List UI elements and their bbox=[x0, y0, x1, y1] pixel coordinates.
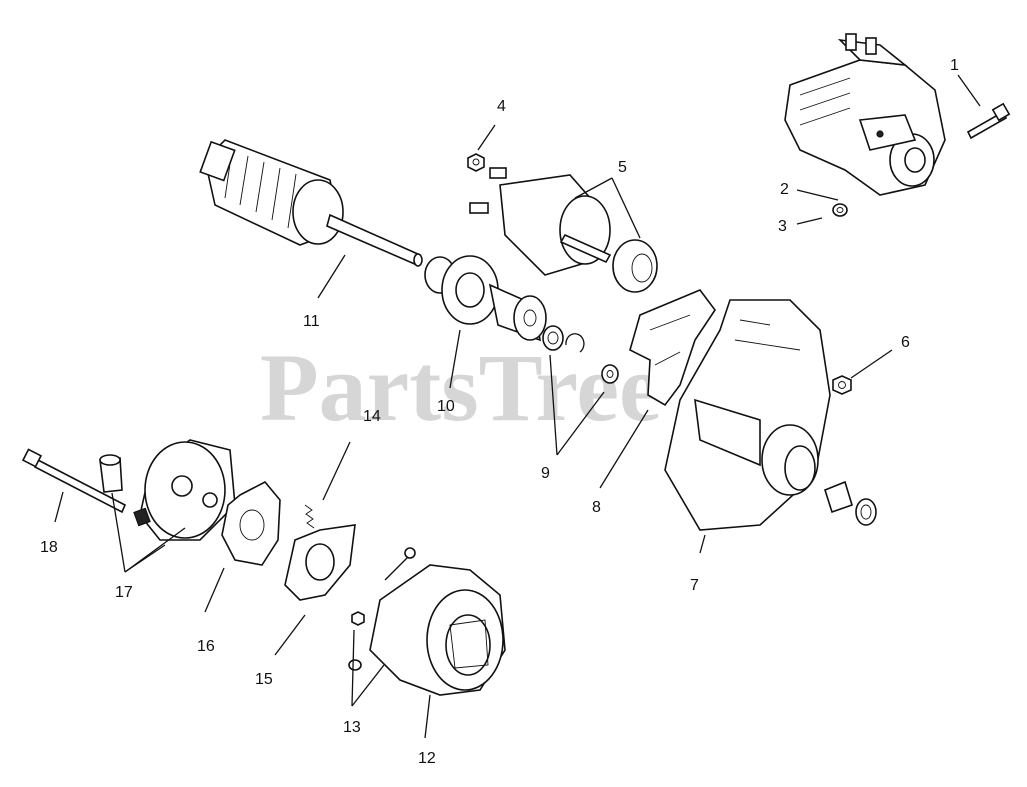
callout-9: 9 bbox=[541, 465, 550, 482]
part-5-solenoid bbox=[469, 167, 658, 293]
callout-1: 1 bbox=[950, 57, 959, 74]
callout-4: 4 bbox=[497, 98, 506, 115]
part-10-pinion-clutch bbox=[424, 255, 547, 342]
part-13-terminals bbox=[348, 611, 365, 671]
part-15-brush-holder bbox=[284, 524, 356, 601]
callout-2: 2 bbox=[780, 181, 789, 198]
callout-14: 14 bbox=[363, 408, 381, 425]
part-1-bolt bbox=[966, 102, 1011, 140]
callout-6: 6 bbox=[901, 334, 910, 351]
callout-12: 12 bbox=[418, 750, 436, 767]
leader-lines bbox=[54, 74, 981, 739]
part-6-nut bbox=[832, 375, 852, 395]
callout-3: 3 bbox=[778, 218, 787, 235]
callout-13: 13 bbox=[343, 719, 361, 736]
part-14-spring bbox=[304, 504, 315, 529]
callout-16: 16 bbox=[197, 638, 215, 655]
callout-10: 10 bbox=[437, 398, 455, 415]
callout-11: 11 bbox=[303, 313, 320, 330]
callout-7: 7 bbox=[690, 577, 699, 594]
callout-17: 17 bbox=[115, 584, 133, 601]
callout-labels: 1 2 3 4 5 6 7 8 9 10 11 12 13 14 15 16 1… bbox=[40, 57, 959, 767]
callout-8: 8 bbox=[592, 499, 601, 516]
part-17-end-cap bbox=[99, 439, 236, 541]
part-9-rings bbox=[542, 325, 619, 384]
assembled-starter-illustration bbox=[784, 33, 946, 196]
part-7-bushing bbox=[824, 480, 877, 526]
part-12-field-housing bbox=[369, 547, 506, 696]
part-7-housing bbox=[664, 299, 831, 531]
part-2-3-nut-washer bbox=[832, 203, 848, 217]
callout-15: 15 bbox=[255, 671, 273, 688]
watermark-text: PartsTree bbox=[260, 334, 662, 441]
part-4-nut bbox=[467, 153, 485, 172]
callout-5: 5 bbox=[618, 159, 627, 176]
part-18-through-bolt bbox=[21, 448, 127, 514]
part-11-armature bbox=[199, 139, 423, 267]
callout-18: 18 bbox=[40, 539, 58, 556]
part-8-lever bbox=[629, 289, 716, 407]
part-16-brush-plate bbox=[221, 480, 281, 566]
